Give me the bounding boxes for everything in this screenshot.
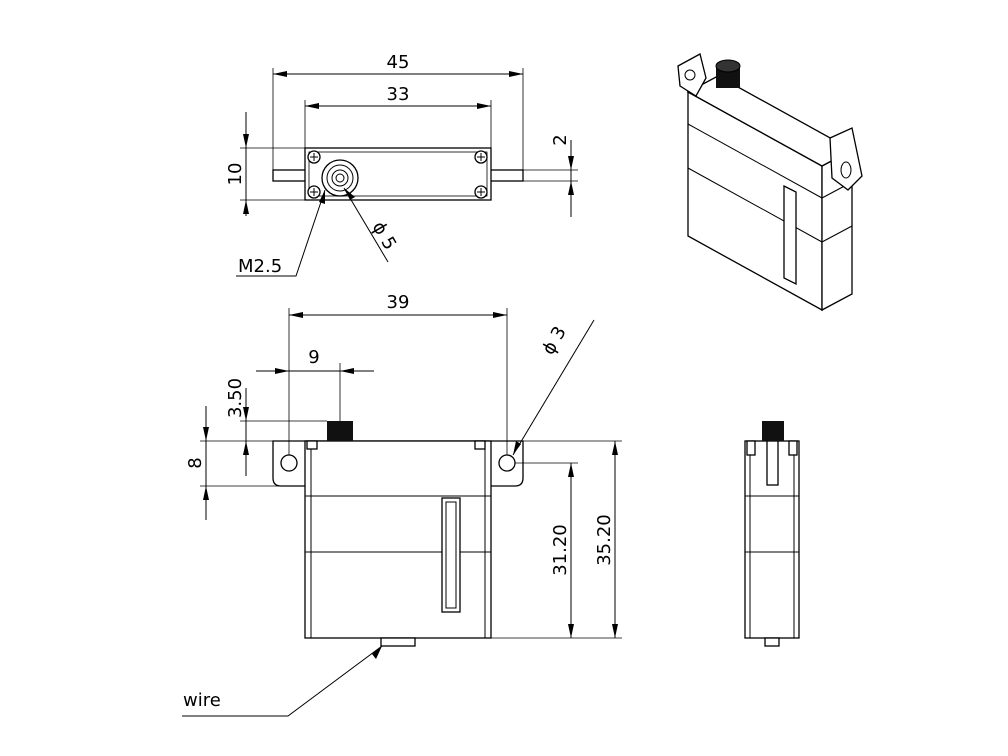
dim-shaft-offset: 9	[308, 347, 319, 368]
label-mount-screw: M2.5	[238, 256, 282, 277]
label-shaft-diameter: ϕ 5	[368, 218, 401, 254]
dim-body-width: 33	[387, 84, 410, 105]
mount-hole-right	[498, 454, 516, 472]
corner-screw-icon	[307, 150, 488, 199]
dim-body-height: 31.20	[550, 524, 571, 576]
iso-left-tab	[677, 53, 707, 97]
isometric-view	[677, 53, 863, 312]
front-shaft-icon	[327, 421, 353, 441]
dim-total-height: 35.20	[594, 514, 615, 566]
side-shaft-icon	[762, 421, 784, 441]
dim-tab-height: 8	[185, 457, 206, 468]
dim-body-depth: 10	[225, 163, 246, 186]
side-view	[744, 421, 800, 647]
dim-hole-spacing: 39	[387, 292, 410, 313]
front-view-body	[304, 440, 492, 639]
wire-exit	[380, 637, 416, 647]
label-wire: wire	[183, 690, 221, 711]
output-shaft-icon	[321, 159, 359, 197]
iso-shaft-icon	[715, 59, 741, 88]
dim-shaft-height: 3.50	[225, 378, 246, 418]
iso-right-tab	[829, 127, 863, 191]
front-view: 39 9 3.50 8 ϕ 3 31.20 35.20	[182, 292, 622, 717]
mount-hole-left	[280, 454, 298, 472]
top-view: 45 33 10 2 M2.5 ϕ 5	[225, 52, 578, 277]
label-hole-diameter: ϕ 3	[538, 323, 571, 359]
dim-overall-width: 45	[387, 52, 410, 73]
dim-tab-thickness: 2	[550, 134, 571, 145]
